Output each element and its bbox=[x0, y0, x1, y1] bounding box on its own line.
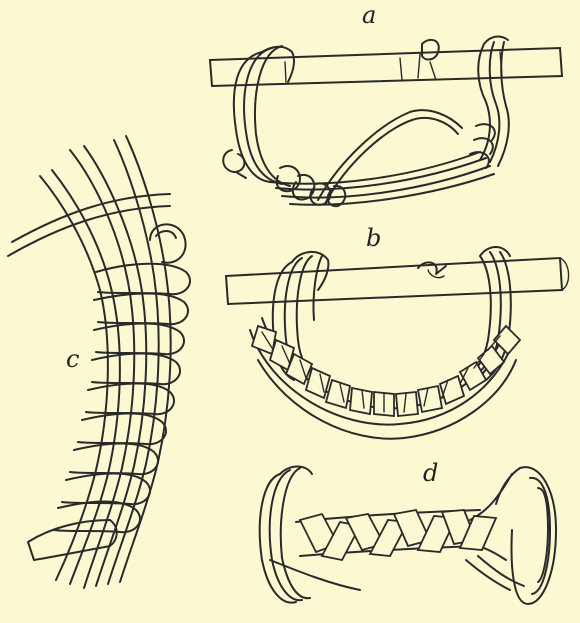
figure-a-drawing bbox=[210, 37, 562, 207]
figure-label-a: a bbox=[362, 3, 376, 27]
figure-label-d: d bbox=[423, 461, 438, 485]
figure-label-b: b bbox=[366, 226, 381, 250]
figure-d-drawing bbox=[260, 467, 556, 605]
figure-label-c: c bbox=[66, 347, 79, 371]
figure-b-drawing bbox=[226, 247, 569, 439]
figure-c-drawing bbox=[8, 136, 190, 588]
